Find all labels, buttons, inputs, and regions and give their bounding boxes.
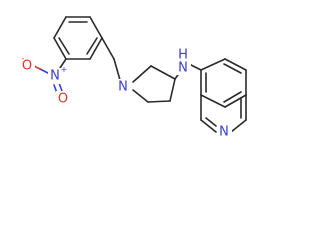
nitro-o-top-charge: - (22, 54, 25, 63)
amine-h-label: H (178, 48, 188, 63)
nitro-o-top-label: O (22, 59, 32, 74)
molecule-structure: N + O - O N H N N (20, 16, 247, 140)
isoquinoline-n-label: N (219, 125, 229, 140)
linker-and-pyrrolidine (101, 37, 176, 103)
isoquinoline-ring (200, 58, 247, 133)
nitro-o-bottom-label: O (58, 92, 68, 107)
benzene-ring (53, 16, 103, 60)
amine-n-label: N (178, 61, 188, 76)
atom-labels: N + O - O N H N N (20, 48, 232, 140)
nitro-n-label: N (50, 69, 60, 84)
pyrrolidine-n-label: N (118, 80, 128, 95)
nitro-n-charge: + (61, 65, 68, 74)
